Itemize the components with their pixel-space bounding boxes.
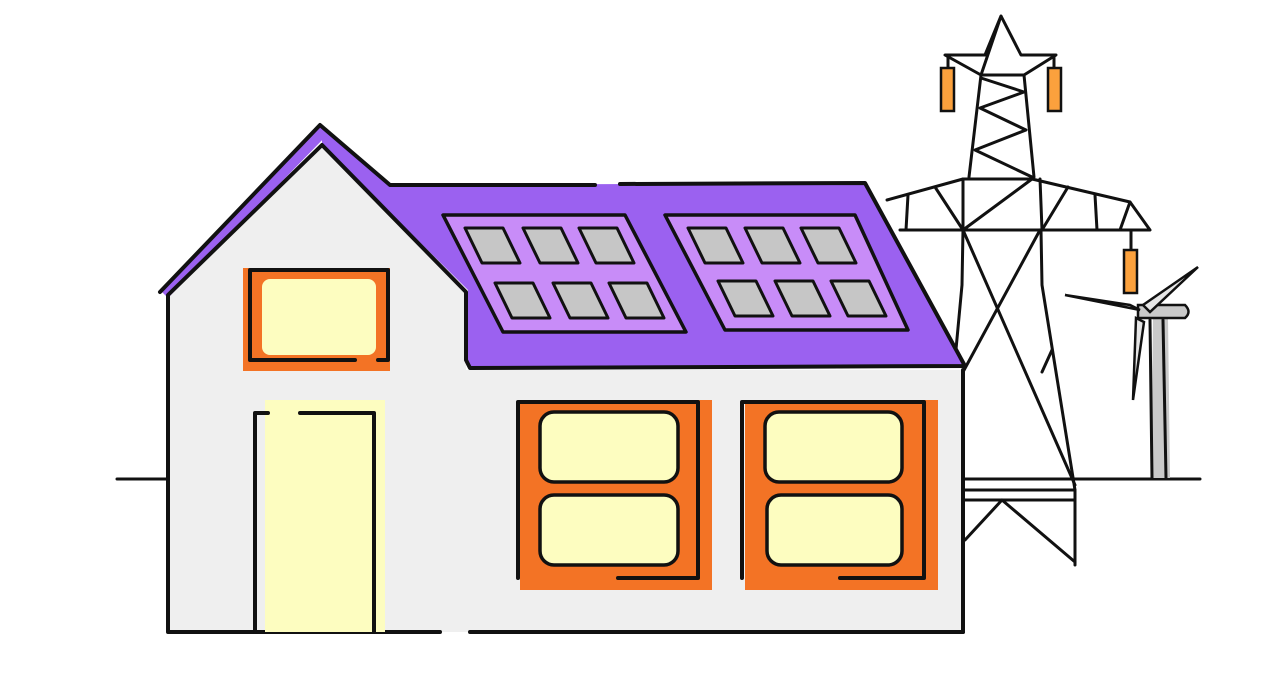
solar-cell xyxy=(607,281,666,320)
solar-cell xyxy=(716,279,775,318)
insulator-right xyxy=(1046,66,1063,113)
house xyxy=(158,123,967,634)
solar-panel-right xyxy=(663,213,910,332)
door xyxy=(253,400,385,634)
window-right xyxy=(740,400,938,590)
solar-cell xyxy=(743,226,802,265)
wind-turbine xyxy=(1064,265,1199,480)
power-pylon xyxy=(885,14,1152,567)
solar-cell xyxy=(551,281,610,320)
insulator-left xyxy=(939,66,956,113)
insulator-arm xyxy=(1122,248,1139,295)
solar-cell xyxy=(773,279,832,318)
solar-cell xyxy=(799,226,858,265)
solar-cell xyxy=(493,281,552,320)
solar-cell xyxy=(521,226,580,265)
solar-panel-left xyxy=(441,213,688,334)
solar-cell xyxy=(686,226,745,265)
window-left xyxy=(516,400,712,590)
solar-cell xyxy=(463,226,522,265)
roof-gable-edge xyxy=(160,125,330,298)
solar-cell xyxy=(829,279,888,318)
attic-window xyxy=(243,268,390,371)
solar-cell xyxy=(577,226,636,265)
